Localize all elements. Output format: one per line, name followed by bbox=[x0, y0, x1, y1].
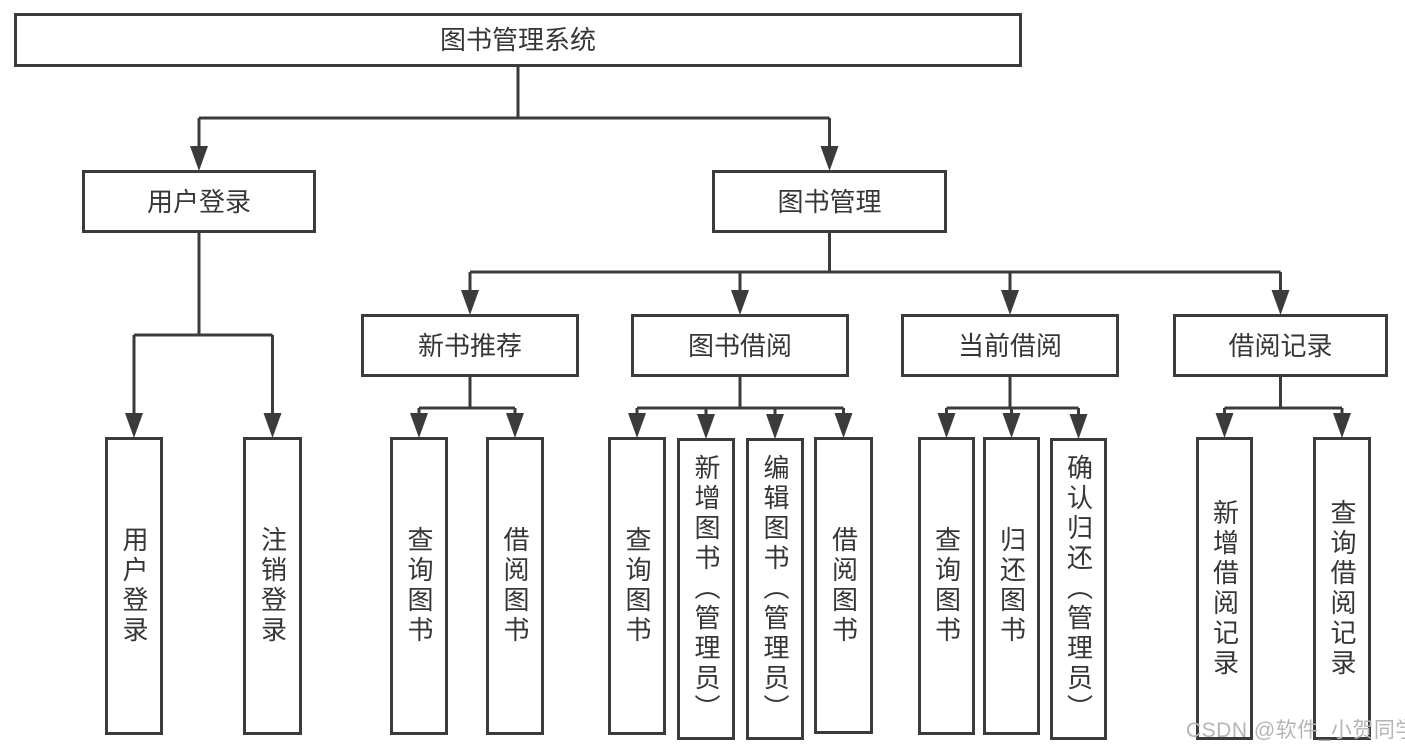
arrowhead-down-icon bbox=[461, 290, 479, 315]
node-label: 借阅图书 bbox=[828, 525, 859, 646]
node-label: 新增图书（管理员） bbox=[691, 454, 721, 724]
arrowhead-down-icon bbox=[190, 146, 208, 171]
node-label: 查询图书 bbox=[404, 526, 434, 646]
node-label: 借阅图书 bbox=[500, 526, 530, 646]
node-system-root: 图书管理系统 bbox=[14, 13, 1022, 67]
arrowhead-down-icon bbox=[628, 413, 646, 438]
node-nbr-borrow-books: 借阅图书 bbox=[486, 437, 544, 735]
arrowhead-down-icon bbox=[125, 413, 143, 438]
node-label: 用户登录 bbox=[119, 526, 149, 646]
watermark-text: CSDN @软件_小贺同学 bbox=[1186, 719, 1405, 742]
node-label: 新书推荐 bbox=[417, 330, 522, 361]
arrowhead-down-icon bbox=[1001, 290, 1019, 315]
node-label: 当前借阅 bbox=[957, 330, 1062, 361]
node-label: 归还图书 bbox=[996, 526, 1027, 646]
arrowhead-down-icon bbox=[1333, 413, 1351, 438]
node-label: 编辑图书（管理员） bbox=[760, 454, 790, 724]
node-label: 借阅记录 bbox=[1228, 330, 1333, 361]
arrowhead-down-icon bbox=[937, 413, 956, 438]
node-new-book-recommend: 新书推荐 bbox=[361, 314, 579, 377]
arrowhead-down-icon bbox=[506, 413, 524, 438]
node-borrow-records: 借阅记录 bbox=[1173, 314, 1388, 377]
node-cb-return-books: 归还图书 bbox=[983, 437, 1040, 735]
node-br-query-record: 查询借阅记录 bbox=[1313, 437, 1371, 740]
arrowhead-down-icon bbox=[731, 290, 749, 315]
node-book-management: 图书管理 bbox=[712, 170, 947, 233]
node-bb-query-books: 查询图书 bbox=[608, 437, 666, 735]
arrowhead-down-icon bbox=[1271, 290, 1290, 315]
node-label: 查询图书 bbox=[622, 526, 652, 646]
node-nbr-query-books: 查询图书 bbox=[390, 437, 448, 735]
node-label: 确认归还（管理员） bbox=[1063, 454, 1094, 724]
arrowhead-down-icon bbox=[697, 414, 715, 439]
arrowhead-down-icon bbox=[1069, 414, 1088, 439]
node-cb-confirm-return: 确认归还（管理员） bbox=[1050, 438, 1107, 740]
node-br-add-record: 新增借阅记录 bbox=[1196, 437, 1253, 740]
node-cb-query-books: 查询图书 bbox=[918, 437, 975, 735]
node-user-login-leaf: 用户登录 bbox=[105, 437, 163, 735]
node-label: 注销登录 bbox=[257, 526, 288, 646]
node-label: 图书借阅 bbox=[687, 330, 792, 361]
node-bb-borrow-books: 借阅图书 bbox=[814, 437, 873, 734]
node-label: 用户登录 bbox=[146, 186, 251, 217]
arrowhead-down-icon bbox=[834, 413, 853, 438]
node-bb-edit-books: 编辑图书（管理员） bbox=[746, 438, 804, 740]
node-current-borrow: 当前借阅 bbox=[901, 314, 1119, 377]
node-label: 图书管理系统 bbox=[439, 25, 596, 55]
arrowhead-down-icon bbox=[820, 146, 839, 171]
node-label: 查询图书 bbox=[931, 526, 962, 646]
arrowhead-down-icon bbox=[766, 414, 784, 439]
node-label: 图书管理 bbox=[777, 186, 882, 217]
arrowhead-down-icon bbox=[1215, 413, 1234, 438]
arrowhead-down-icon bbox=[410, 413, 428, 438]
node-user-login: 用户登录 bbox=[82, 170, 316, 233]
arrowhead-down-icon bbox=[1002, 413, 1021, 438]
node-label: 新增借阅记录 bbox=[1209, 498, 1240, 679]
node-logout-leaf: 注销登录 bbox=[243, 437, 302, 735]
node-label: 查询借阅记录 bbox=[1327, 498, 1357, 679]
node-book-borrow: 图书借阅 bbox=[631, 314, 849, 377]
arrowhead-down-icon bbox=[263, 413, 282, 438]
node-bb-add-books: 新增图书（管理员） bbox=[677, 438, 735, 740]
